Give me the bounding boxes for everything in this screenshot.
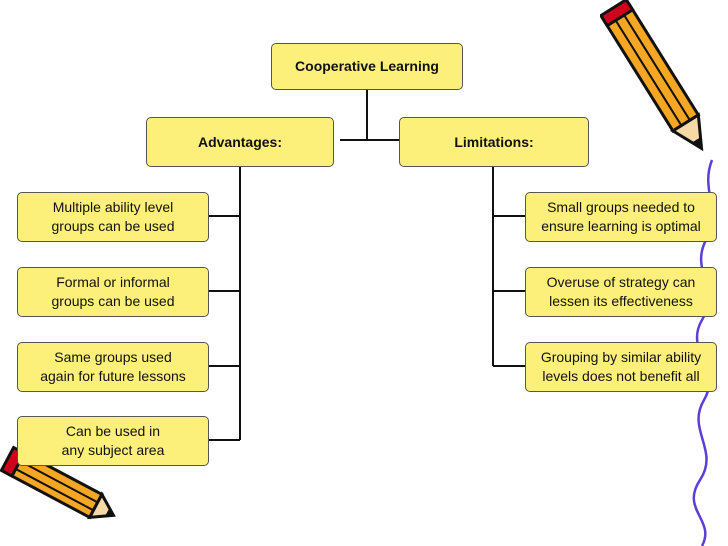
limitation-item: Overuse of strategy can lessen its effec… xyxy=(525,267,717,317)
root-node: Cooperative Learning xyxy=(271,43,463,90)
advantage-item: Multiple ability level groups can be use… xyxy=(17,192,209,242)
limitations-node: Limitations: xyxy=(399,117,589,167)
advantages-node: Advantages: xyxy=(146,117,334,167)
advantage-item: Formal or informal groups can be used xyxy=(17,267,209,317)
limitation-item: Small groups needed to ensure learning i… xyxy=(525,192,717,242)
limitation-item: Grouping by similar ability levels does … xyxy=(525,342,717,392)
pencil-icon xyxy=(600,0,704,152)
advantage-item: Can be used in any subject area xyxy=(17,416,209,466)
advantage-item: Same groups used again for future lesson… xyxy=(17,342,209,392)
